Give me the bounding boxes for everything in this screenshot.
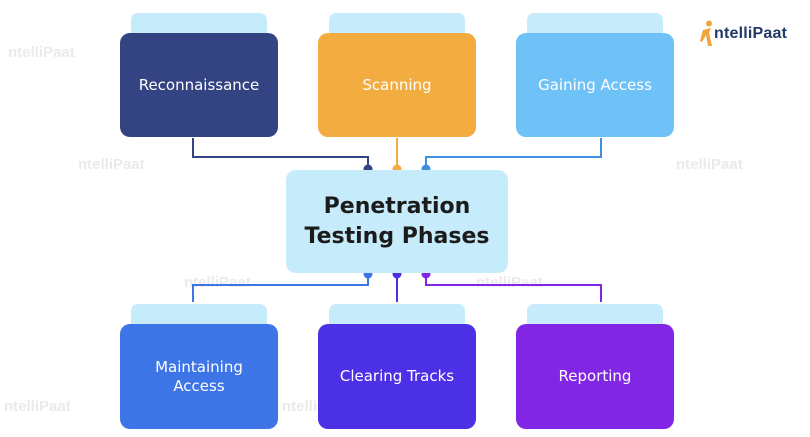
folder-tab [131, 13, 267, 35]
connector-gaining-access [425, 138, 602, 168]
watermark: ntelliPaat [78, 156, 145, 173]
phase-card: Maintaining Access [120, 324, 278, 429]
center-node: Penetration Testing Phases [286, 170, 508, 273]
folder-tab [131, 304, 267, 326]
phase-label: Scanning [362, 75, 432, 94]
brand-logo: ntelliPaat [700, 20, 787, 48]
connector-maintaining-access [192, 275, 369, 302]
watermark: ntelliPaat [476, 274, 543, 291]
person-i-logo-icon [700, 20, 712, 46]
phase-card: Clearing Tracks [318, 324, 476, 429]
phase-label: Reporting [558, 367, 632, 385]
phase-label: Clearing Tracks [339, 367, 455, 385]
folder-tab [329, 304, 465, 326]
phase-label: Maintaining Access [155, 357, 243, 395]
watermark: ntelliPaat [184, 274, 251, 291]
phase-card: Reconnaissance [120, 33, 278, 137]
connector-reconnaissance [192, 138, 369, 168]
phase-card: Reporting [516, 324, 674, 429]
watermark: ntelliPaat [4, 398, 71, 415]
folder-tab [329, 13, 465, 35]
logo-text: ntelliPaat [714, 25, 788, 42]
folder-tab [527, 304, 663, 326]
phase-label: Gaining Access [538, 75, 652, 94]
watermark: ntelliPaat [8, 44, 75, 61]
watermark: ntelliPaat [676, 156, 743, 173]
connector-reporting [425, 275, 602, 302]
folder-tab [527, 13, 663, 35]
phase-label: Reconnaissance [138, 75, 260, 94]
phase-card: Gaining Access [516, 33, 674, 137]
phase-card: Scanning [318, 33, 476, 137]
center-title: Penetration Testing Phases [304, 193, 490, 249]
